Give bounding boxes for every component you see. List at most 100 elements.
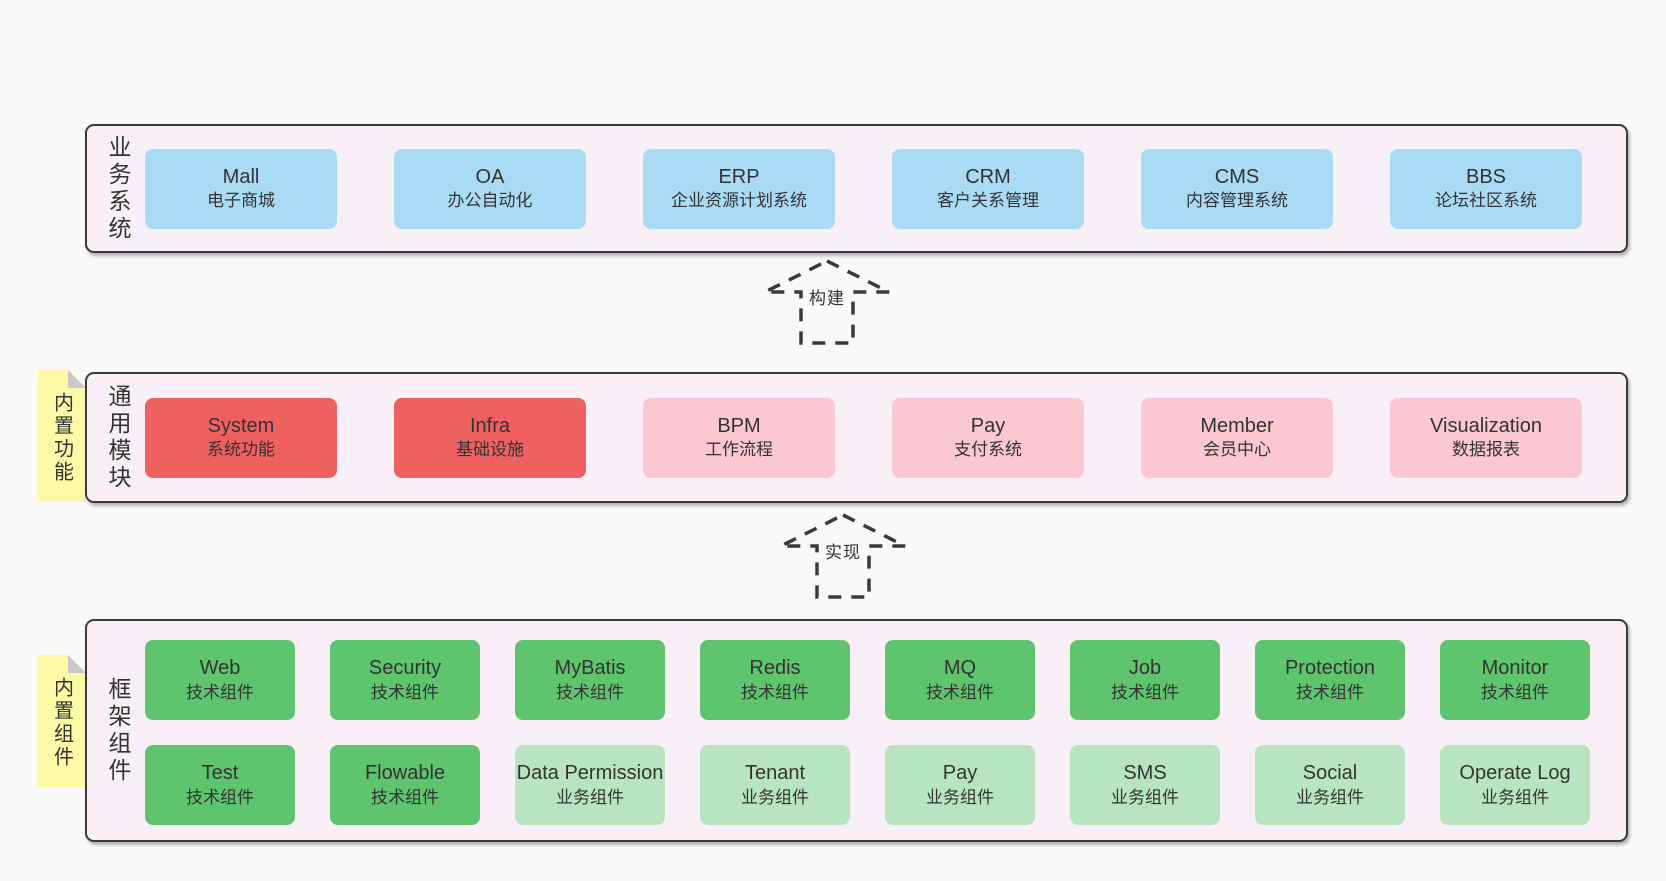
box-subtitle: 技术组件	[186, 682, 254, 702]
box-title: Social	[1302, 762, 1358, 785]
box-title: MyBatis	[554, 657, 626, 680]
box-subtitle: 技术组件	[1481, 682, 1549, 702]
sticky-note-text: 内置组件	[50, 677, 73, 769]
box-protection: Protection 技术组件	[1255, 640, 1405, 720]
box-sms: SMS 业务组件	[1070, 745, 1220, 825]
box-social: Social 业务组件	[1255, 745, 1405, 825]
box-subtitle: 技术组件	[186, 787, 254, 807]
box-title: Infra	[469, 414, 511, 437]
arrow-implement: 实现	[777, 511, 909, 601]
box-subtitle: 客户关系管理	[937, 191, 1039, 211]
box-rows: Web 技术组件 Security 技术组件 MyBatis 技术组件 Redi…	[145, 640, 1590, 825]
box-subtitle: 技术组件	[1111, 682, 1179, 702]
box-security: Security 技术组件	[330, 640, 480, 720]
box-subtitle: 业务组件	[1111, 787, 1179, 807]
box-member: Member 会员中心	[1141, 397, 1333, 478]
box-subtitle: 支付系统	[954, 440, 1022, 460]
box-subtitle: 会员中心	[1203, 440, 1271, 460]
layer-label: 业务系统	[105, 134, 131, 243]
box-title: SMS	[1123, 762, 1167, 785]
box-subtitle: 论坛社区系统	[1435, 191, 1537, 211]
box-erp: ERP 企业资源计划系统	[643, 148, 835, 229]
box-title: Tenant	[744, 762, 806, 785]
box-monitor: Monitor 技术组件	[1440, 640, 1590, 720]
box-title: Protection	[1284, 657, 1376, 680]
box-subtitle: 技术组件	[741, 682, 809, 702]
box-title: Visualization	[1430, 414, 1542, 437]
layer-common-modules: 通用模块 System 系统功能 Infra 基础设施 BPM 工作流程 Pay…	[85, 372, 1628, 503]
box-row: Web 技术组件 Security 技术组件 MyBatis 技术组件 Redi…	[145, 640, 1590, 720]
box-flowable: Flowable 技术组件	[330, 745, 480, 825]
box-subtitle: 技术组件	[1296, 682, 1364, 702]
box-subtitle: 业务组件	[1296, 787, 1364, 807]
box-row: System 系统功能 Infra 基础设施 BPM 工作流程 Pay 支付系统…	[145, 374, 1582, 501]
box-title: Flowable	[364, 762, 446, 785]
box-title: BPM	[717, 414, 761, 437]
box-title: ERP	[718, 165, 760, 188]
box-row: Test 技术组件 Flowable 技术组件 Data Permission …	[145, 745, 1590, 825]
box-operate-log: Operate Log 业务组件	[1440, 745, 1590, 825]
box-mall: Mall 电子商城	[145, 148, 337, 229]
box-mybatis: MyBatis 技术组件	[515, 640, 665, 720]
box-infra: Infra 基础设施	[394, 397, 586, 478]
up-arrow-icon	[780, 513, 906, 599]
layer-framework-components: 框架组件 Web 技术组件 Security 技术组件 MyBatis 技术组件…	[85, 619, 1628, 842]
box-title: Monitor	[1481, 657, 1549, 680]
box-row: Mall 电子商城 OA 办公自动化 ERP 企业资源计划系统 CRM 客户关系…	[145, 126, 1582, 251]
box-title: Job	[1128, 657, 1162, 680]
box-tenant: Tenant 业务组件	[700, 745, 850, 825]
box-title: CMS	[1214, 165, 1260, 188]
sticky-note-built-in-components: 内置组件	[38, 655, 86, 787]
up-arrow-icon	[764, 259, 890, 345]
layer-label: 通用模块	[105, 383, 131, 492]
box-visualization: Visualization 数据报表	[1390, 397, 1582, 478]
box-title: Mall	[222, 165, 260, 188]
box-subtitle: 工作流程	[705, 440, 773, 460]
box-title: Redis	[749, 657, 801, 680]
box-subtitle: 办公自动化	[447, 191, 533, 211]
arrow-label: 实现	[822, 537, 864, 564]
box-title: Security	[368, 657, 442, 680]
folded-corner-icon	[68, 655, 86, 673]
box-oa: OA 办公自动化	[394, 148, 586, 229]
box-title: Member	[1200, 414, 1274, 437]
box-subtitle: 技术组件	[556, 682, 624, 702]
box-title: BBS	[1465, 165, 1507, 188]
box-subtitle: 技术组件	[926, 682, 994, 702]
box-title: Pay	[970, 414, 1006, 437]
box-subtitle: 企业资源计划系统	[671, 191, 807, 211]
box-title: OA	[475, 165, 505, 188]
box-redis: Redis 技术组件	[700, 640, 850, 720]
box-title: MQ	[943, 657, 977, 680]
box-subtitle: 业务组件	[1481, 787, 1549, 807]
box-system: System 系统功能	[145, 397, 337, 478]
box-subtitle: 业务组件	[741, 787, 809, 807]
box-pay-component: Pay 业务组件	[885, 745, 1035, 825]
layer-business-systems: 业务系统 Mall 电子商城 OA 办公自动化 ERP 企业资源计划系统 CRM…	[85, 124, 1628, 253]
box-title: Data Permission	[516, 762, 664, 785]
box-title: Pay	[942, 762, 978, 785]
box-subtitle: 技术组件	[371, 787, 439, 807]
box-web: Web 技术组件	[145, 640, 295, 720]
box-title: Web	[199, 657, 241, 680]
box-crm: CRM 客户关系管理	[892, 148, 1084, 229]
box-mq: MQ 技术组件	[885, 640, 1035, 720]
box-pay-module: Pay 支付系统	[892, 397, 1084, 478]
box-title: Operate Log	[1459, 762, 1571, 785]
box-test: Test 技术组件	[145, 745, 295, 825]
box-data-permission: Data Permission 业务组件	[515, 745, 665, 825]
box-subtitle: 业务组件	[926, 787, 994, 807]
box-subtitle: 数据报表	[1452, 440, 1520, 460]
layer-label: 框架组件	[105, 676, 131, 785]
arrow-build: 构建	[761, 257, 893, 347]
box-subtitle: 业务组件	[556, 787, 624, 807]
sticky-note-built-in-features: 内置功能	[38, 370, 86, 502]
box-subtitle: 电子商城	[207, 191, 275, 211]
box-job: Job 技术组件	[1070, 640, 1220, 720]
box-bbs: BBS 论坛社区系统	[1390, 148, 1582, 229]
box-cms: CMS 内容管理系统	[1141, 148, 1333, 229]
box-title: CRM	[965, 165, 1011, 188]
box-title: Test	[201, 762, 239, 785]
box-subtitle: 技术组件	[371, 682, 439, 702]
